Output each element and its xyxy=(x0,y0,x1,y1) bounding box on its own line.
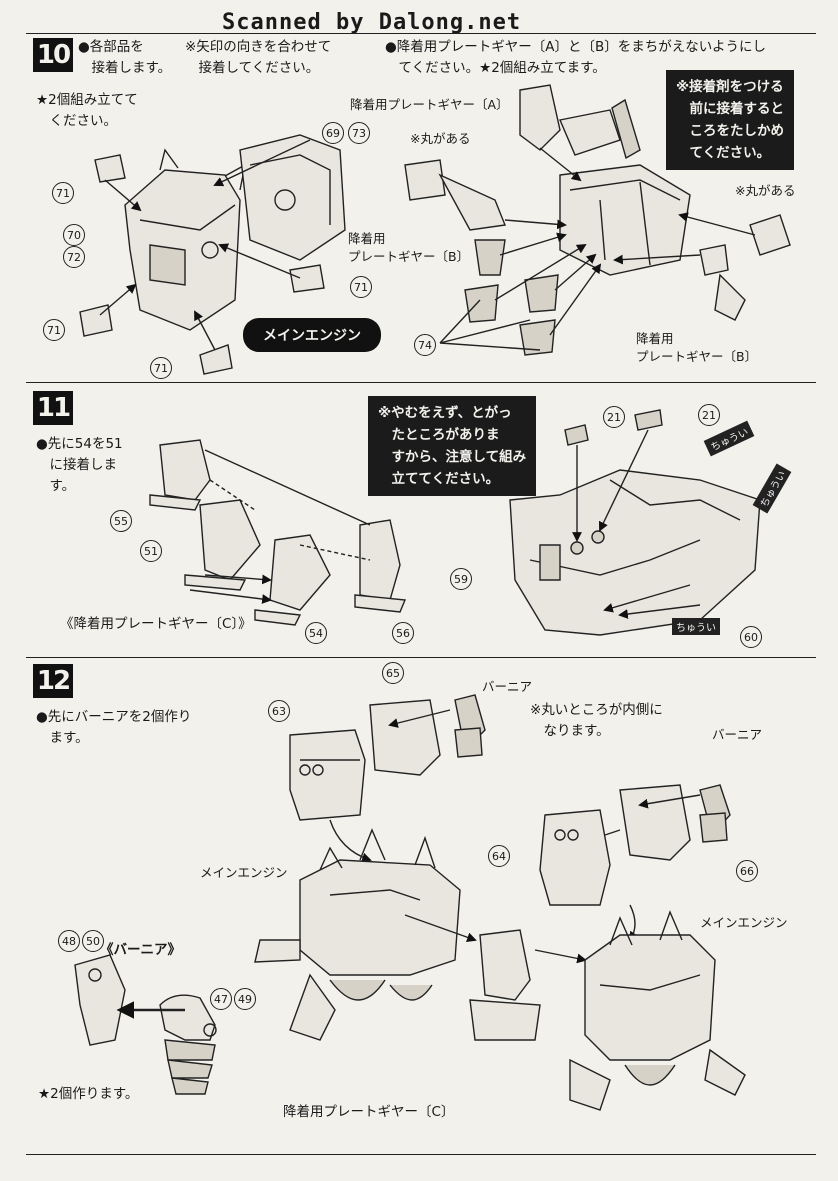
label-vernier: バーニア xyxy=(712,727,763,742)
step10-pair-note: ★2個組み立てて ください。 xyxy=(36,92,138,129)
part-number: 49 xyxy=(234,988,256,1010)
part-number: 71 xyxy=(350,276,372,298)
label-round-right: ※丸がある xyxy=(735,183,796,198)
main-engine-label: メインエンジン xyxy=(243,318,381,352)
label-gear-a: 降着用プレートギヤー〔A〕 xyxy=(350,97,509,112)
label-gear-b-left: 降着用 プレートギヤー〔B〕 xyxy=(348,231,470,264)
label-round-left: ※丸がある xyxy=(410,131,471,146)
part-number: 50 xyxy=(82,930,104,952)
part-number: 70 xyxy=(63,224,85,246)
part-number: 59 xyxy=(450,568,472,590)
part-number: 54 xyxy=(305,622,327,644)
label-vernier: バーニア xyxy=(482,679,533,694)
part-number: 64 xyxy=(488,845,510,867)
part-number: 21 xyxy=(603,406,625,428)
step12-instruction: ●先にバーニアを2個作り ます。 xyxy=(36,709,192,746)
part-number: 73 xyxy=(348,122,370,144)
part-number: 71 xyxy=(43,319,65,341)
part-number: 21 xyxy=(698,404,720,426)
part-number: 56 xyxy=(392,622,414,644)
step11-caption: 《降着用プレートギヤー〔C〕》 xyxy=(60,616,252,632)
watermark-text: Scanned by Dalong.net xyxy=(222,10,522,35)
top-border xyxy=(26,33,816,34)
divider-11-12 xyxy=(26,657,816,658)
step-number-10: 10 xyxy=(33,38,73,72)
step12-round-note: ※丸いところが内側に なります。 xyxy=(530,702,663,739)
step-number-12: 12 xyxy=(33,664,73,698)
part-number: 69 xyxy=(322,122,344,144)
label-gear-b-right: 降着用 プレートギヤー〔B〕 xyxy=(636,331,758,364)
label-gear-c: 降着用プレートギヤー〔C〕 xyxy=(283,1104,455,1120)
label-make-two: ★2個作ります。 xyxy=(38,1086,139,1102)
part-number: 63 xyxy=(268,700,290,722)
step10-instruction: ●各部品を 接着します。 xyxy=(78,39,172,76)
part-number: 55 xyxy=(110,510,132,532)
caution-tag: ちゅうい xyxy=(672,618,720,635)
step11-caution-note: ※やむをえず、とがっ たところがありま すから、注意して組み 立ててください。 xyxy=(368,396,537,496)
part-number: 66 xyxy=(736,860,758,882)
step11-instruction: ●先に54を51 に接着しま す。 xyxy=(36,436,123,494)
part-number: 60 xyxy=(740,626,762,648)
step10-gear-note: ●降着用プレートギヤー〔A〕と〔B〕をまちがえないようにし てください。★2個組… xyxy=(385,39,767,76)
label-main-engine: メインエンジン xyxy=(200,865,288,880)
part-number: 48 xyxy=(58,930,80,952)
part-number: 74 xyxy=(414,334,436,356)
label-vernier-title: 《バーニア》 xyxy=(100,942,181,958)
part-number: 71 xyxy=(150,357,172,379)
part-number: 72 xyxy=(63,246,85,268)
part-number: 65 xyxy=(382,662,404,684)
step10-glue-note: ※接着剤をつける 前に接着すると ころをたしかめ てください。 xyxy=(666,70,794,170)
step10-arrow-note: ※矢印の向きを合わせて 接着してください。 xyxy=(185,39,332,76)
label-main-engine: メインエンジン xyxy=(700,915,788,930)
part-number: 71 xyxy=(52,182,74,204)
part-number: 51 xyxy=(140,540,162,562)
part-number: 47 xyxy=(210,988,232,1010)
divider-10-11 xyxy=(26,382,816,383)
step-number-11: 11 xyxy=(33,391,73,425)
bottom-border xyxy=(26,1154,816,1155)
